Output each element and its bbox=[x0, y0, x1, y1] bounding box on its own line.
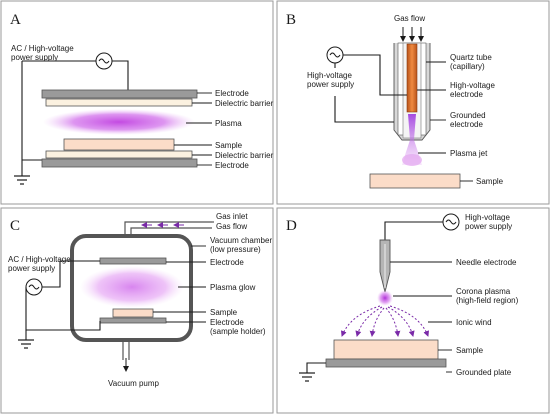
panel-b: B Gas flow High-voltage power supply bbox=[276, 0, 550, 205]
panel-a-letter: A bbox=[10, 12, 21, 28]
panel-d-wire-hv bbox=[384, 221, 443, 240]
panel-a-label-dielectric-bottom: Dielectric barrier bbox=[215, 151, 274, 160]
panel-a-plasma bbox=[43, 109, 195, 135]
panel-c-label-chamber-2: (low pressure) bbox=[210, 245, 261, 254]
panel-c-label-sample: Sample bbox=[210, 308, 238, 317]
panel-a-dielectric-top bbox=[45, 98, 193, 107]
panel-a-wire-top bbox=[112, 60, 129, 90]
panel-c-label-holder-1: Electrode bbox=[210, 318, 244, 327]
panel-c-label-electrode: Electrode bbox=[210, 258, 244, 267]
panel-d-wire-ground bbox=[306, 362, 326, 373]
panel-c-ac-source-icon bbox=[25, 278, 43, 296]
panel-a-power-label-2: power supply bbox=[11, 53, 58, 62]
panel-b-label-hv-electrode-1: High-voltage bbox=[450, 81, 495, 90]
panel-b-wire-hv bbox=[343, 54, 407, 96]
panel-c-gas-inlet-pipe bbox=[124, 221, 212, 236]
panel-c-plasma-glow bbox=[80, 266, 184, 308]
panel-a-ground-icon bbox=[14, 175, 30, 185]
panel-c-vacuum-pipe bbox=[122, 340, 130, 360]
panel-c-sample bbox=[112, 308, 154, 318]
panel-b-sample bbox=[369, 173, 461, 189]
panel-a-label-dielectric-top: Dielectric barrier bbox=[215, 99, 274, 108]
panel-c-label-vacuum-pump: Vacuum pump bbox=[108, 379, 160, 388]
panel-d-sample bbox=[333, 339, 439, 360]
panel-d-ionic-wind-arrows bbox=[340, 305, 430, 337]
panel-d-label-sample: Sample bbox=[456, 346, 484, 355]
panel-c: C Gas inlet Gas flow Vacuum pump AC / Hi… bbox=[0, 207, 274, 414]
panel-d-label-corona-1: Corona plasma bbox=[456, 287, 511, 296]
panel-b-label-hv-electrode-2: electrode bbox=[450, 90, 483, 99]
panel-a-label-electrode-bottom: Electrode bbox=[215, 161, 249, 170]
panel-c-label-plasma-glow: Plasma glow bbox=[210, 283, 256, 292]
panel-b-label-plasma-jet: Plasma jet bbox=[450, 149, 488, 158]
panel-d-label-grounded-plate: Grounded plate bbox=[456, 368, 512, 377]
panel-a-power-label-1: AC / High-voltage bbox=[11, 44, 74, 53]
panel-d-power-label-2: power supply bbox=[465, 222, 512, 231]
panel-a-label-electrode-top: Electrode bbox=[215, 89, 249, 98]
panel-d-label-ionic-wind: Ionic wind bbox=[456, 318, 492, 327]
panel-b-label-grounded-2: electrode bbox=[450, 120, 483, 129]
panel-d-power-label-1: High-voltage bbox=[465, 213, 510, 222]
panel-d-grounded-plate bbox=[325, 358, 447, 368]
panel-b-hv-electrode bbox=[406, 43, 418, 113]
panel-b-power-label-2: power supply bbox=[307, 80, 354, 89]
panel-c-ground-icon bbox=[18, 339, 34, 349]
panel-c-label-chamber-1: Vacuum chamber bbox=[210, 236, 272, 245]
panel-b-gas-flow-label: Gas flow bbox=[394, 14, 425, 23]
panel-b-power-label-1: High-voltage bbox=[307, 71, 352, 80]
panel-b-label-quartz-2: (capillary) bbox=[450, 62, 485, 71]
panel-a-label-plasma: Plasma bbox=[215, 119, 242, 128]
panel-d-label-needle: Needle electrode bbox=[456, 258, 517, 267]
panel-c-letter: C bbox=[10, 218, 20, 234]
panel-d-corona-plasma bbox=[377, 290, 393, 306]
panel-d: D High-voltage power supply bbox=[276, 207, 550, 414]
panel-c-wire-bottom bbox=[25, 287, 101, 331]
panel-d-ac-source-icon bbox=[442, 213, 460, 231]
panel-b-label-grounded-1: Grounded bbox=[450, 111, 486, 120]
panel-c-label-gas-inlet: Gas inlet bbox=[216, 212, 248, 221]
panel-b-label-sample: Sample bbox=[476, 177, 504, 186]
panel-c-electrode-top bbox=[99, 257, 167, 265]
panel-c-power-label-1: AC / High-voltage bbox=[8, 255, 71, 264]
panel-b-plasma-jet bbox=[402, 114, 422, 165]
panel-b-label-quartz-1: Quartz tube bbox=[450, 53, 492, 62]
panel-a-label-sample: Sample bbox=[215, 141, 243, 150]
panel-a-ac-source-icon bbox=[95, 52, 113, 70]
panel-d-letter: D bbox=[286, 218, 297, 234]
panel-a-electrode-top bbox=[41, 89, 198, 99]
panel-c-label-holder-2: (sample holder) bbox=[210, 327, 266, 336]
panel-d-ground-icon bbox=[299, 372, 315, 382]
panel-c-label-gas-flow: Gas flow bbox=[216, 222, 247, 231]
panel-c-electrode-holder bbox=[99, 317, 167, 324]
panel-b-ac-source-icon bbox=[326, 46, 344, 64]
panel-a-sample bbox=[63, 138, 175, 151]
panel-a: A AC / High-voltage power supply Elect bbox=[0, 0, 274, 205]
panel-d-label-corona-2: (high-field region) bbox=[456, 296, 519, 305]
panel-b-gas-flow-arrows bbox=[400, 27, 424, 42]
panel-c-wire-top bbox=[42, 260, 100, 288]
panel-b-wire-ground bbox=[334, 96, 394, 123]
panel-c-power-label-2: power supply bbox=[8, 264, 55, 273]
panel-a-electrode-bottom bbox=[41, 158, 198, 168]
panel-a-dielectric-bottom bbox=[45, 150, 193, 159]
panel-b-letter: B bbox=[286, 12, 296, 28]
